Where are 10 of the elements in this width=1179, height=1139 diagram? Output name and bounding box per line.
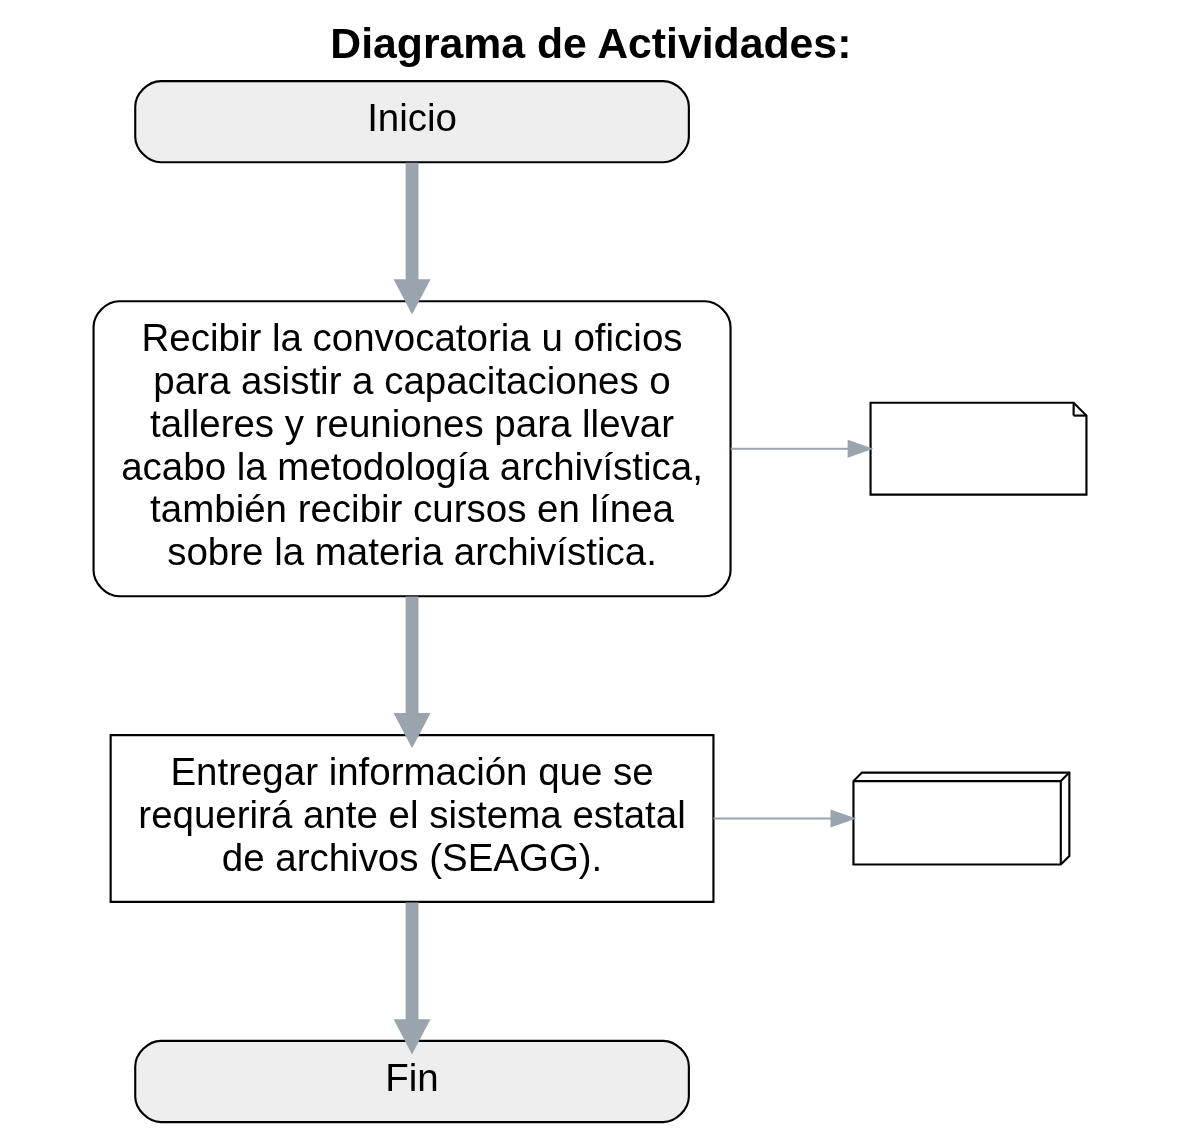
node-box: Recibir la convocatoria u oficios para asistir a capacitaciones o talleres y reuniones para llevar acabo la metodología archivística, también recibir cursos en línea sobre la materia archivística. (92, 300, 732, 598)
diagram-title: Diagrama de Actividades: (329, 18, 851, 67)
arrow (393, 596, 431, 749)
arrow (393, 162, 431, 315)
arrow (393, 902, 431, 1055)
node-box: Inicio (133, 80, 690, 164)
node-box: Fin (133, 1039, 690, 1124)
arrow (730, 439, 873, 458)
arrow (713, 809, 856, 828)
node-box: Entregar información que se requerirá ante el sistema estatal de archivos (SEAGG). (109, 734, 714, 903)
